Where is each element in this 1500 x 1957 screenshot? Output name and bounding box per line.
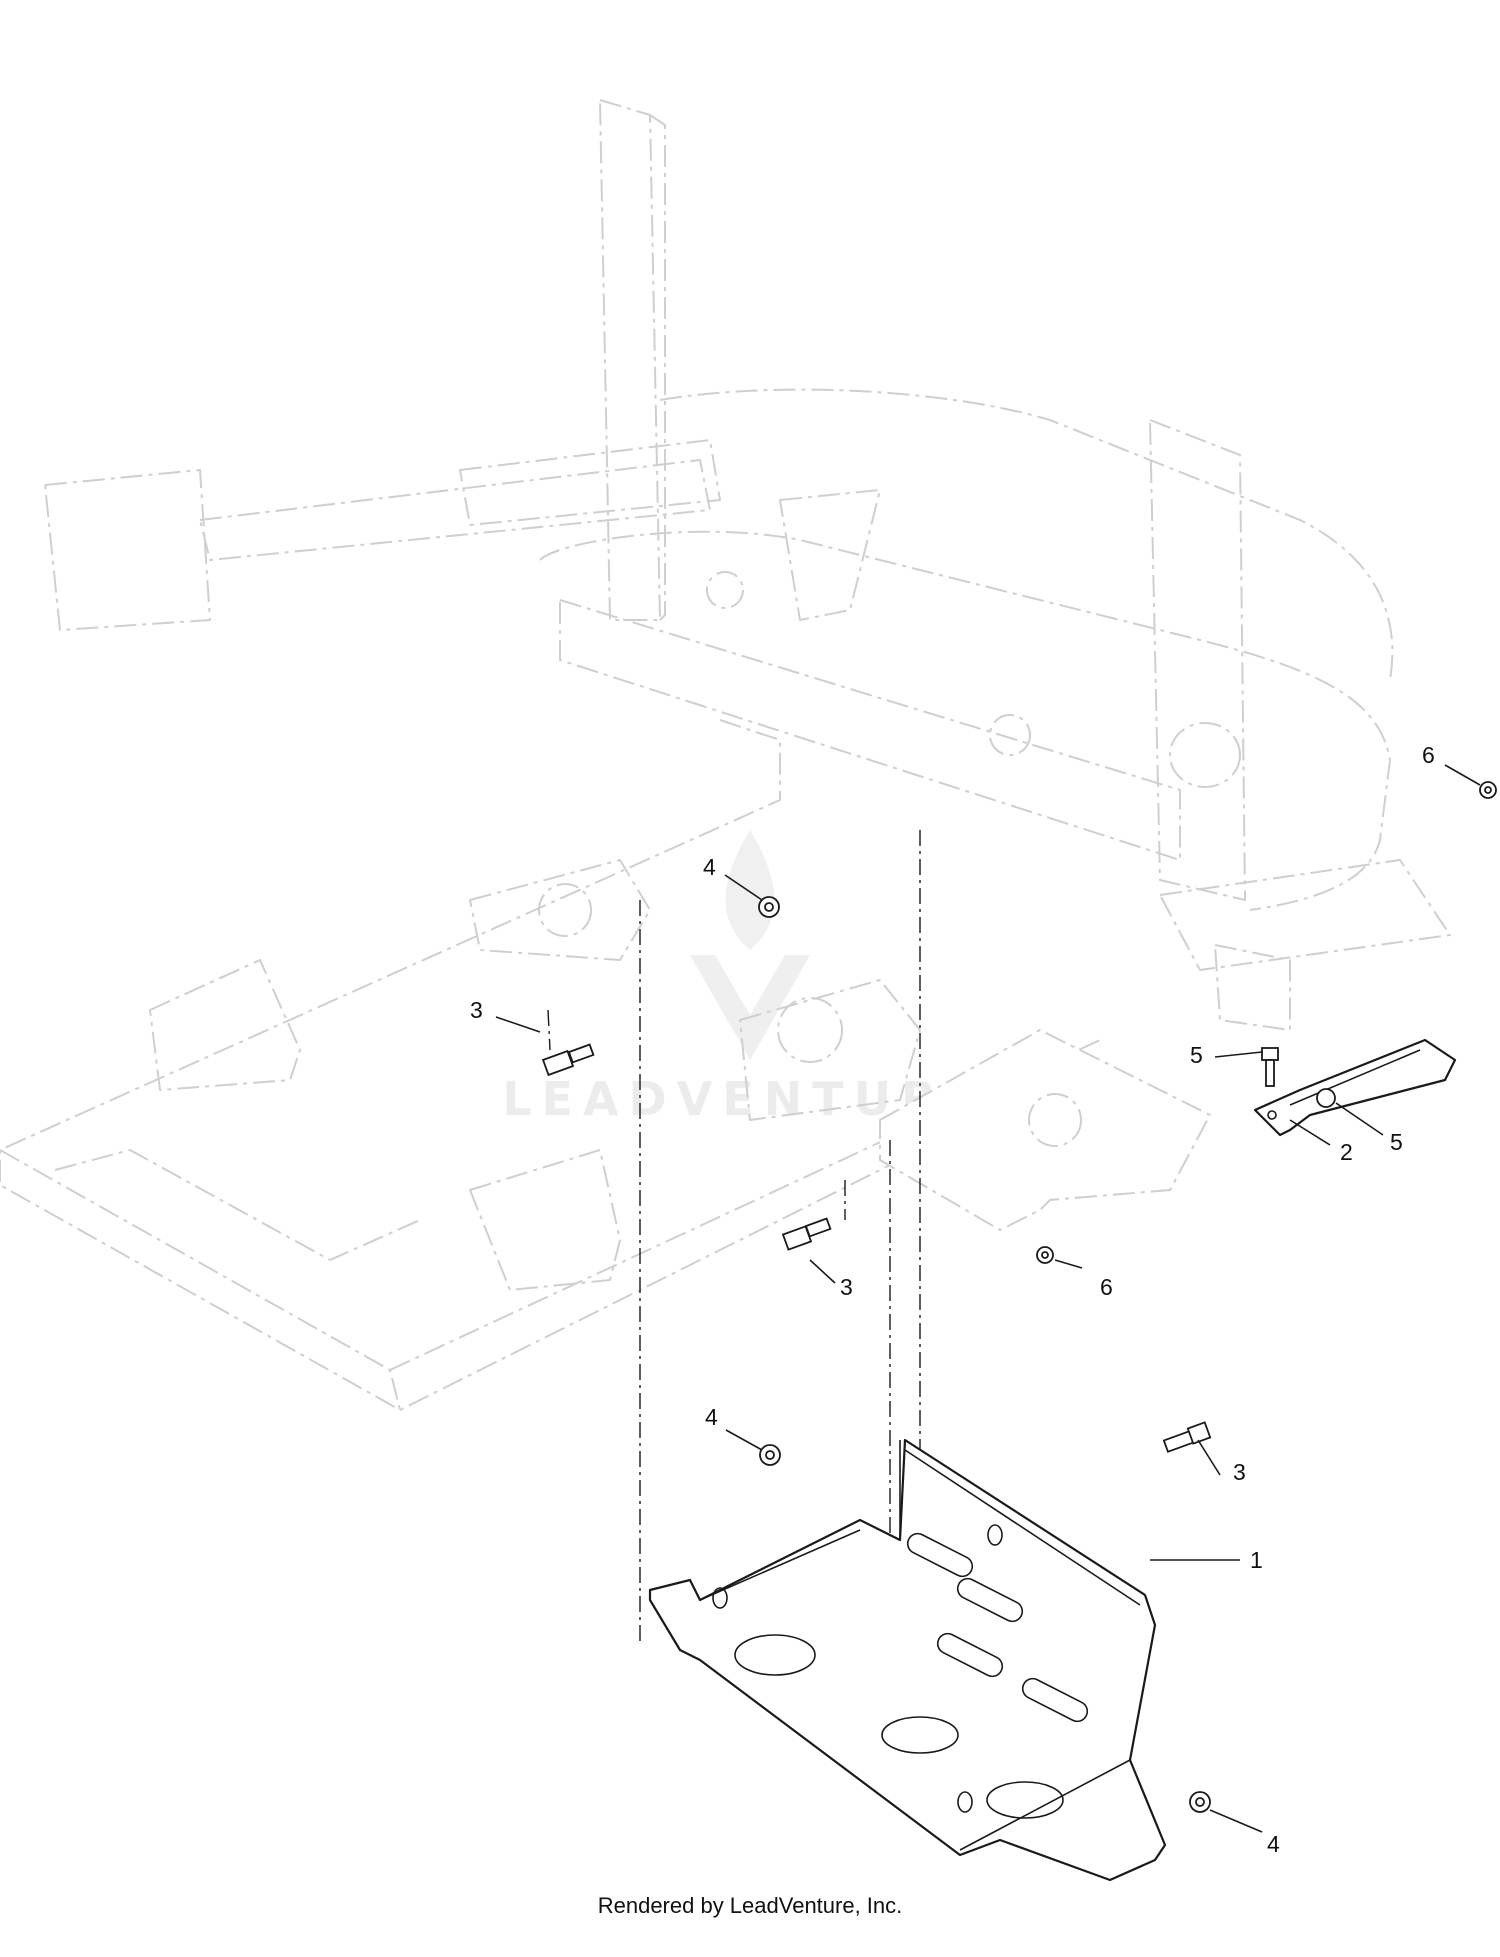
- watermark: LEADVENTURE: [502, 830, 978, 1126]
- callout-1: 1: [1250, 1547, 1263, 1573]
- callout-4-right: 4: [1267, 1831, 1280, 1857]
- callout-3-middle: 3: [840, 1274, 853, 1300]
- nut-4-right[interactable]: [1189, 1791, 1211, 1813]
- callout-3-top: 3: [470, 997, 483, 1023]
- frame-ghost: [0, 99, 1451, 1411]
- callout-5-upper: 5: [1190, 1042, 1203, 1068]
- bolt-5-side[interactable]: [1316, 1088, 1336, 1108]
- callout-2: 2: [1340, 1139, 1353, 1165]
- callout-6-lower: 6: [1100, 1274, 1113, 1300]
- callout-4-left: 4: [705, 1404, 718, 1430]
- watermark-v-icon: [690, 955, 810, 1060]
- nut-6-lower[interactable]: [1036, 1246, 1054, 1264]
- watermark-flame-icon: [725, 830, 775, 950]
- nut-4-left[interactable]: [759, 1444, 781, 1466]
- bolt-5-upper[interactable]: [1261, 1047, 1279, 1087]
- callout-5-side: 5: [1390, 1129, 1403, 1155]
- part-2-bracket[interactable]: [1253, 1038, 1457, 1137]
- callout-4-top: 4: [703, 854, 716, 880]
- part-1-skid-plate[interactable]: [648, 1438, 1167, 1882]
- bolt-3-lower[interactable]: [1162, 1421, 1212, 1453]
- callout-3-lower: 3: [1233, 1459, 1246, 1485]
- callout-labels: 1 2 3 3 3 4 4 4 5 5 6 6: [470, 742, 1435, 1857]
- leader-lines: [495, 764, 1481, 1833]
- bolt-3-top[interactable]: [541, 1043, 595, 1077]
- nut-4-top[interactable]: [758, 896, 780, 918]
- bolt-3-middle[interactable]: [781, 1217, 832, 1251]
- nut-6-upper[interactable]: [1479, 781, 1497, 799]
- render-credit: Rendered by LeadVenture, Inc.: [597, 1893, 903, 1918]
- callout-6-upper: 6: [1422, 742, 1435, 768]
